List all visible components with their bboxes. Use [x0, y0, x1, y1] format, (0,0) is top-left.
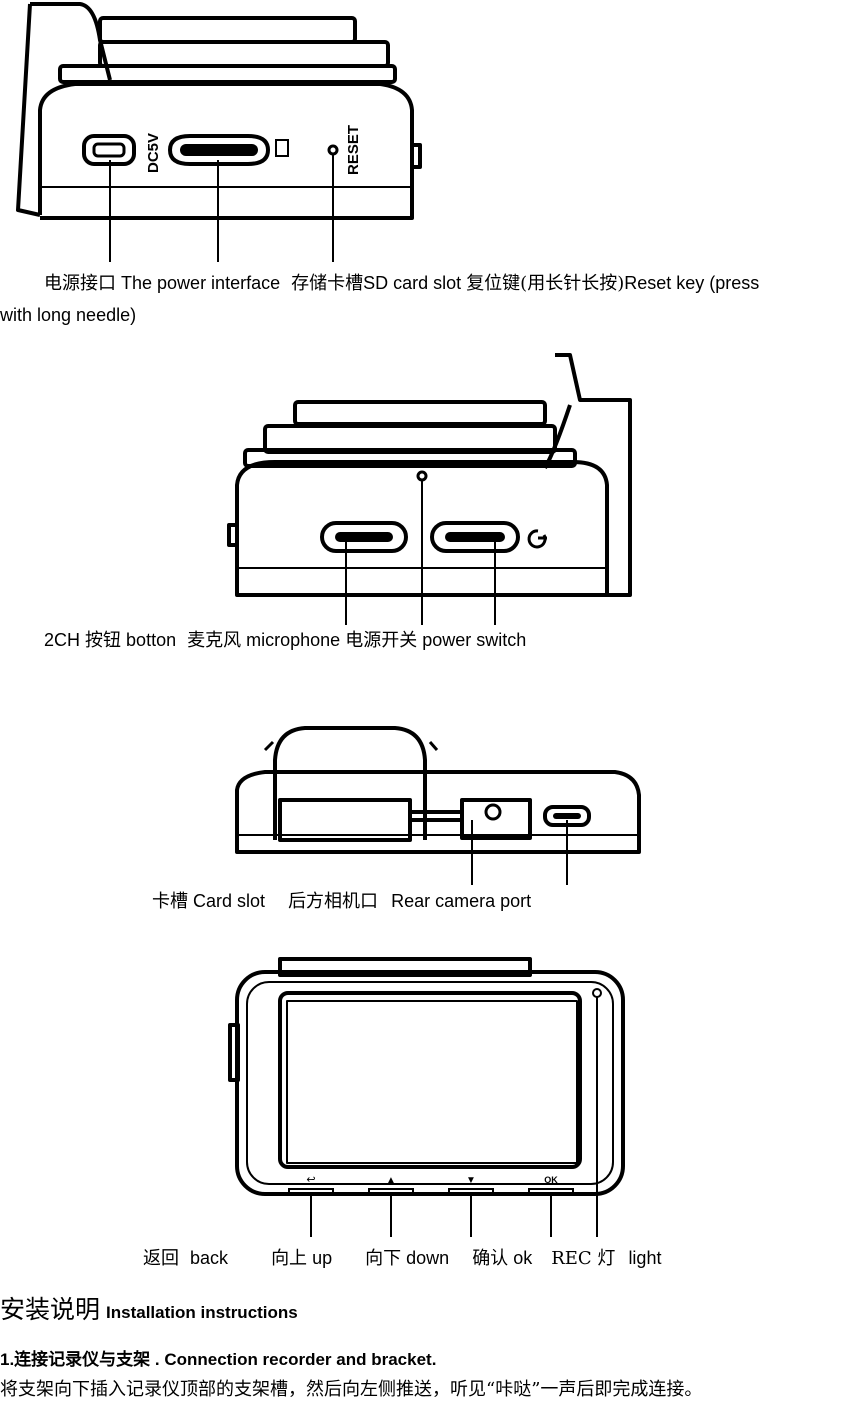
caption-en: back — [190, 1248, 229, 1268]
side-buttons-drawing — [227, 353, 632, 625]
sd-card-slot — [167, 134, 271, 166]
caption-en: Rear camera port — [391, 891, 532, 911]
caption-en: microphone — [246, 630, 341, 650]
figure-screen-view: ↩ ▲ ▼ OK — [225, 955, 645, 1245]
caption-zh: 后方相机口 — [288, 891, 379, 912]
2ch-button — [320, 521, 408, 553]
step1-heading: 1.连接记录仪与支架 . Connection recorder and bra… — [0, 1350, 437, 1369]
caption-en: light — [628, 1248, 662, 1268]
caption-en: The power interface — [121, 273, 281, 293]
caption-en: ok — [513, 1248, 533, 1268]
caption-zh: 向下 — [365, 1248, 402, 1269]
figure1-caption-line2: with long needle) — [0, 305, 137, 325]
step1-paragraph: 将支架向下插入记录仪顶部的支架槽，然后向左侧推送，听见“咔哒”一声后即完成连接。 — [0, 1379, 703, 1400]
caption-en: botton — [126, 630, 177, 650]
caption-en: Card slot — [193, 891, 266, 911]
caption-en: down — [406, 1248, 450, 1268]
caption-zh: 麦克风 — [187, 630, 242, 651]
svg-text:▼: ▼ — [466, 1175, 476, 1186]
svg-text:▲: ▲ — [386, 1175, 396, 1186]
reset-hole — [327, 144, 339, 156]
svg-text:↩: ↩ — [306, 1174, 315, 1186]
screen-view-drawing: ↩ ▲ ▼ OK — [228, 957, 625, 1237]
rear-camera-port — [484, 803, 502, 821]
figure-side-ports: DC5V RESET — [0, 0, 430, 265]
caption-zh: 电源开关 — [345, 630, 418, 651]
top-view-drawing — [235, 726, 641, 885]
power-switch-button — [430, 521, 520, 553]
microphone-hole — [416, 470, 428, 482]
usb-port — [82, 134, 136, 166]
dc5v-label: DC5V — [145, 133, 162, 173]
section-title-zh: 安装说明 — [0, 1295, 101, 1324]
caption-en: Reset key (press — [624, 273, 760, 293]
caption-zh: 返回 — [143, 1248, 179, 1269]
caption-en: power switch — [422, 630, 527, 650]
figure-side-buttons — [225, 350, 645, 630]
side-ports-drawing: DC5V RESET — [16, 2, 422, 262]
power-icon — [527, 529, 547, 549]
caption-zh: REC 灯 — [551, 1248, 616, 1269]
caption-zh: 按钮 — [85, 630, 122, 651]
reset-label: RESET — [345, 125, 362, 175]
caption-en: 2CH — [44, 630, 81, 650]
figure2-caption: 2CH 按钮 botton 麦克风 microphone 电源开关 power … — [44, 631, 526, 650]
caption-zh: 复位键(用长针长按) — [466, 273, 625, 294]
section-title-en: Installation instructions — [106, 1303, 298, 1322]
rec-light — [592, 988, 602, 998]
caption-zh: 向上 — [271, 1248, 308, 1269]
svg-text:OK: OK — [544, 1175, 558, 1185]
caption-zh: 确认 — [472, 1248, 509, 1269]
caption-zh: 卡槽 — [152, 891, 188, 912]
figure4-caption: 返回 back 向上 up 向下 down 确认 ok REC 灯 light — [143, 1249, 661, 1268]
caption-zh: 电源接口 — [44, 273, 116, 294]
figure-top-view — [225, 720, 645, 890]
caption-en: SD card slot — [363, 273, 462, 293]
caption-zh: 存储卡槽 — [291, 273, 364, 294]
caption-en: up — [312, 1248, 333, 1268]
figure1-caption: 电源接口 The power interface 存储卡槽SD card slo… — [44, 274, 759, 293]
figure3-caption: 卡槽 Card slot 后方相机口 Rear camera port — [152, 892, 531, 911]
section-heading: 安装说明 Installation instructions — [0, 1290, 298, 1326]
